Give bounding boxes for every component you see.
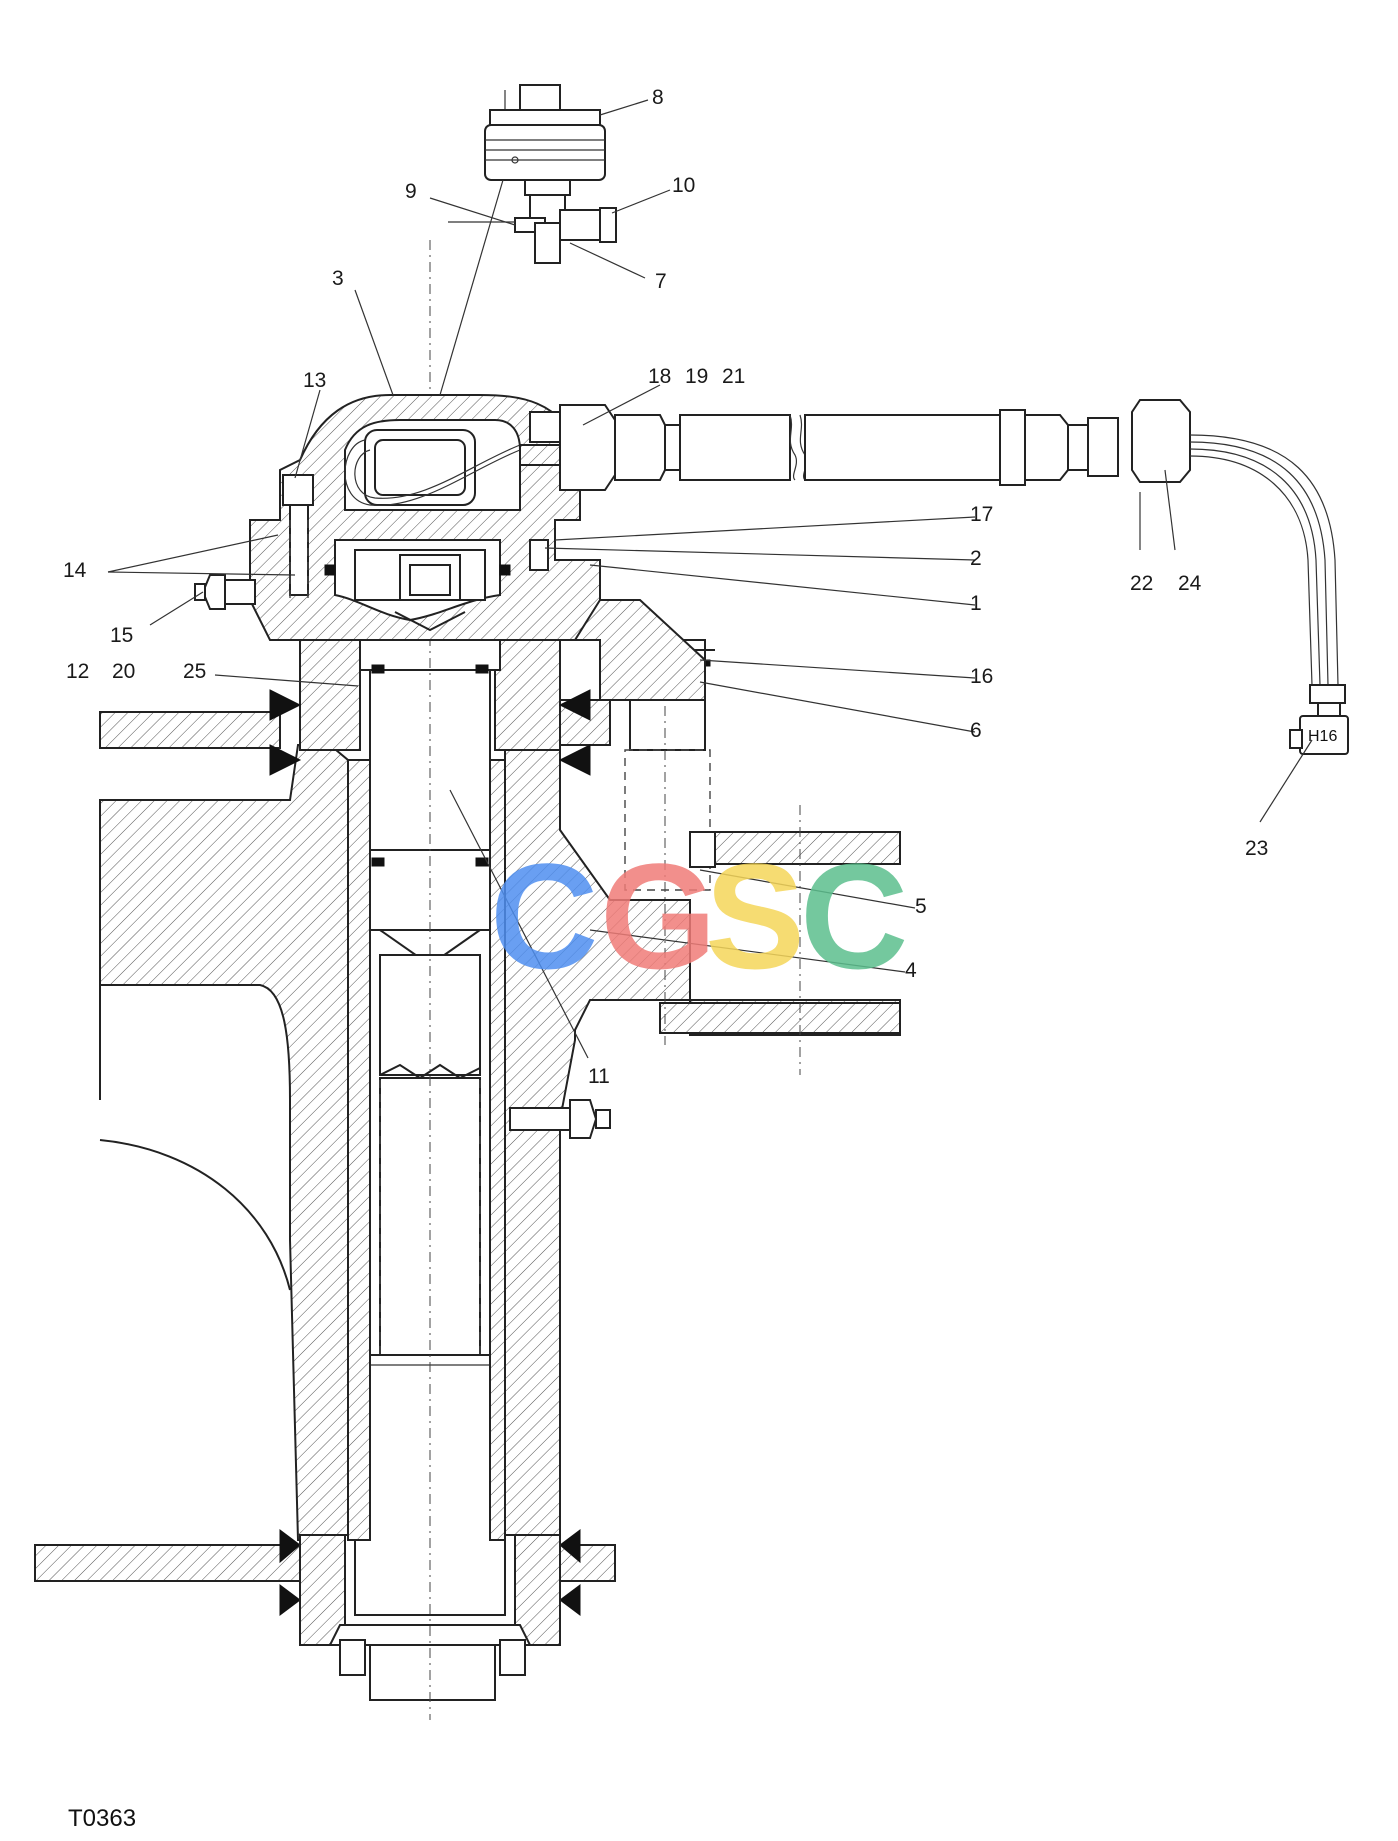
callout-label: 22 — [1130, 572, 1153, 595]
callout-label: 18 — [648, 365, 671, 388]
callout-label: 17 — [970, 503, 993, 526]
callout-label: 14 — [63, 559, 87, 582]
callout-label: 7 — [655, 270, 667, 293]
callout-label: 3 — [332, 267, 344, 290]
callout-label: 1 — [970, 592, 982, 615]
callout-label: 13 — [303, 369, 326, 392]
cable-assembly: H16 — [519, 399, 1349, 755]
callout-label: 12 — [66, 660, 89, 683]
callout-labels: 8 9 10 7 3 13 18 19 21 17 2 1 16 6 5 4 1… — [63, 86, 1268, 1088]
connector-tag: H16 — [1308, 728, 1337, 745]
callout-label: 19 — [685, 365, 708, 388]
leader-lines — [107, 99, 1313, 1059]
callout-label: 9 — [405, 180, 417, 203]
callout-label: 10 — [672, 174, 695, 197]
callout-label: 4 — [905, 959, 917, 982]
watermark-logo: C G S C — [490, 832, 908, 1000]
callout-label: 16 — [970, 665, 993, 688]
sensor-unit — [448, 84, 617, 264]
callout-label: 25 — [183, 660, 206, 683]
callout-label: 8 — [652, 86, 664, 109]
sensor-housing — [194, 394, 601, 641]
callout-label: 2 — [970, 547, 982, 570]
callout-label: 5 — [915, 895, 927, 918]
watermark-letter: C — [800, 832, 908, 1000]
watermark-letter: S — [705, 832, 805, 1000]
arm-pin — [509, 599, 801, 1139]
kingpin-shaft — [328, 240, 532, 1720]
callout-label: 23 — [1245, 837, 1268, 860]
callout-label: 15 — [110, 624, 133, 647]
watermark-letter: C — [490, 832, 598, 1000]
callout-label: 6 — [970, 719, 982, 742]
callout-label: 21 — [722, 365, 745, 388]
callout-label: 20 — [112, 660, 135, 683]
callout-label: 11 — [588, 1065, 610, 1088]
watermark-letter: G — [600, 832, 717, 1000]
drawing-code: T0363 — [68, 1805, 136, 1832]
callout-label: 24 — [1178, 572, 1202, 595]
